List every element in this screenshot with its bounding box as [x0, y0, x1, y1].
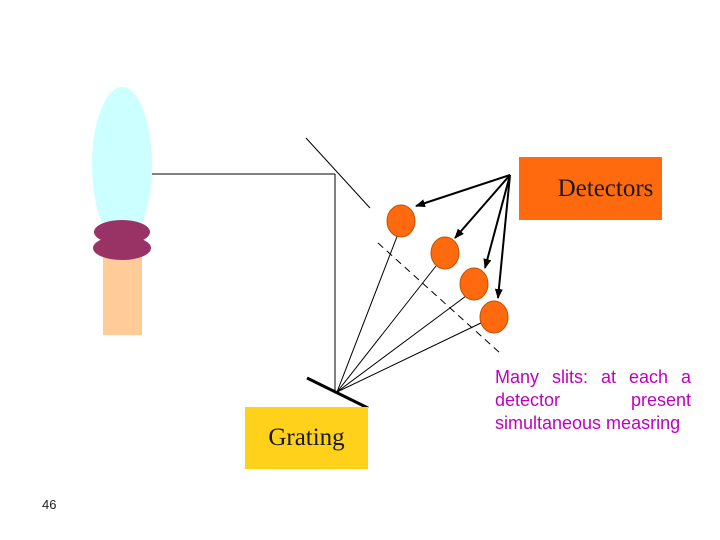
- annotation-note: Many slits: at each a detector present s…: [495, 367, 691, 433]
- page-number: 46: [42, 497, 57, 512]
- detectors-label: Detectors: [557, 174, 654, 202]
- detector-icon: [459, 267, 489, 301]
- focal-plane-dashed-line: [377, 242, 501, 354]
- diffracted-ray-4: [336, 321, 484, 393]
- grating-label-box: Grating: [245, 407, 368, 469]
- detector-arrow-2: [454, 174, 511, 239]
- grating-icon: [306, 376, 369, 410]
- mirror-icon: [305, 137, 371, 209]
- diffracted-ray-1: [336, 233, 399, 393]
- detector-icon: [386, 204, 416, 238]
- detector-icon: [430, 236, 460, 270]
- detector-arrow-4: [494, 174, 511, 299]
- burner-stem: [103, 253, 142, 335]
- detector-arrow-1: [415, 174, 511, 207]
- flame-icon: [92, 87, 152, 243]
- detector-icon: [479, 300, 509, 334]
- diffracted-ray-2: [336, 265, 437, 393]
- diffracted-ray-3: [336, 295, 467, 393]
- burner-ring-upper: [94, 220, 150, 244]
- grating-label: Grating: [268, 424, 345, 451]
- detectors-label-box: Detectors: [519, 157, 662, 220]
- detector-arrow-3: [483, 174, 511, 269]
